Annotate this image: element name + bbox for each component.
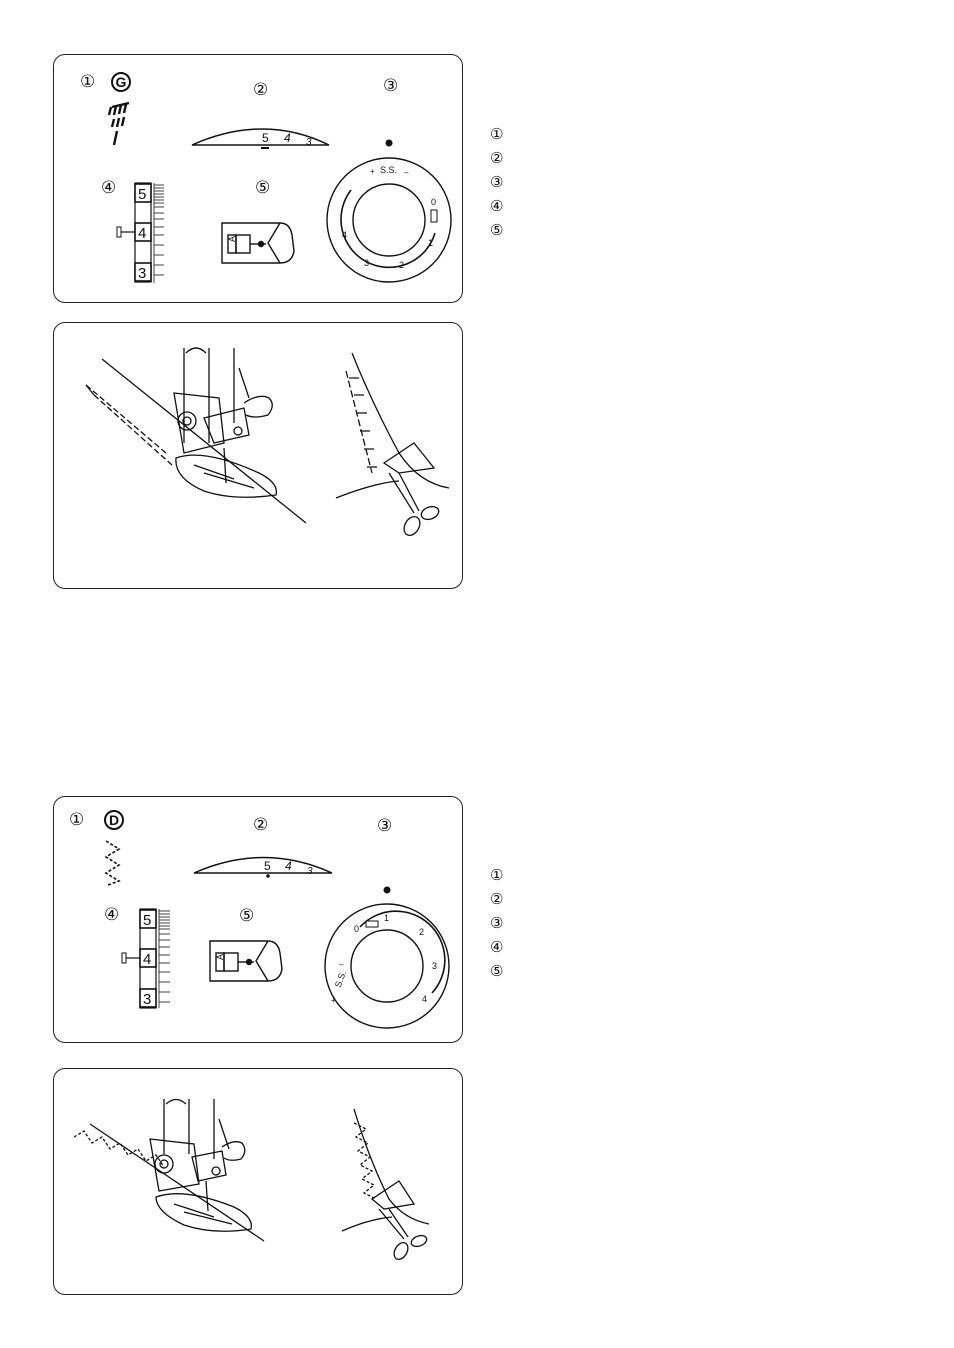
zigzag-foot-a-icon — [221, 222, 295, 264]
dial-label-minus: – — [404, 168, 409, 177]
dial-label-3: 3 — [364, 258, 369, 268]
width-label-4: 4 — [284, 131, 291, 145]
marker-2: ② — [253, 815, 269, 835]
straight-stitch-sewing-drawing — [85, 347, 450, 536]
straight-stitch-icon — [107, 101, 130, 146]
marker-2: ② — [253, 80, 269, 100]
marker-5: ⑤ — [255, 178, 271, 198]
dial-label-ss: S.S. — [380, 165, 397, 175]
marker-3: ③ — [377, 816, 393, 836]
legend-item: ③ — [490, 914, 504, 932]
marker-4: ④ — [101, 178, 117, 198]
length-box-3: 3 — [143, 991, 151, 1008]
legend-item: ④ — [490, 938, 504, 956]
zigzag-stitch-icon — [104, 840, 121, 886]
zigzag-foot-a-icon — [209, 940, 283, 982]
legend-bottom: ① ② ③ ④ ⑤ — [490, 863, 503, 983]
foot-letter: A — [227, 236, 237, 242]
marker-1: ① — [69, 810, 85, 830]
dial-label-minus: – — [339, 960, 344, 969]
stitch-width-scale: 5 4 3 — [193, 856, 333, 878]
width-label-3: 3 — [306, 137, 312, 148]
dial-label-0: 0 — [354, 924, 359, 934]
pattern-letter-badge: G — [111, 72, 131, 92]
stitch-length-selector: 5 4 3 — [116, 182, 164, 283]
legend-item: ① — [490, 866, 504, 884]
dial-label-2: 2 — [399, 260, 404, 270]
settings-illustration: 5 4 3 5 4 3 — [107, 101, 452, 283]
dial-label-4: 4 — [422, 994, 427, 1004]
marker-3: ③ — [383, 76, 399, 96]
sewing-illustration-top — [53, 322, 463, 589]
legend-top: ① ② ③ ④ ⑤ — [490, 122, 503, 242]
settings-illustration: 5 4 3 5 4 3 — [104, 840, 450, 1029]
width-label-5: 5 — [264, 859, 271, 873]
dial-label-plus: + — [370, 167, 375, 176]
zigzag-stitch-sewing-drawing — [73, 1098, 430, 1261]
pattern-letter-badge: D — [104, 810, 124, 830]
legend-item: ⑤ — [490, 962, 504, 980]
length-box-5: 5 — [143, 912, 151, 929]
length-box-4: 4 — [138, 225, 146, 242]
marker-1: ① — [80, 72, 96, 92]
length-box-4: 4 — [143, 951, 151, 968]
settings-panel-bottom: ① D ② ③ ④ ⑤ 5 4 3 — [53, 796, 463, 1043]
length-box-5: 5 — [138, 186, 146, 203]
dial-label-3: 3 — [432, 961, 437, 971]
legend-item: ③ — [490, 173, 504, 191]
length-box-3: 3 — [138, 265, 146, 282]
tension-dial: S.S. + – 0 1 2 3 4 — [326, 139, 452, 283]
marker-5: ⑤ — [239, 906, 255, 926]
tension-dial: 0 1 2 3 4 S.S. + – — [324, 886, 450, 1029]
legend-item: ① — [490, 125, 504, 143]
width-label-3: 3 — [307, 866, 313, 877]
foot-letter: A — [215, 954, 225, 960]
legend-item: ② — [490, 149, 504, 167]
stitch-length-selector: 5 4 3 — [121, 908, 170, 1009]
legend-item: ⑤ — [490, 221, 504, 239]
sewing-illustration-bottom — [53, 1068, 463, 1295]
dial-label-2: 2 — [419, 927, 424, 937]
dial-label-1: 1 — [428, 238, 433, 248]
dial-label-ss: S.S. — [333, 969, 348, 988]
stitch-width-scale: 5 4 3 — [191, 128, 330, 149]
marker-4: ④ — [104, 905, 120, 925]
dial-label-1: 1 — [384, 913, 389, 923]
legend-item: ② — [490, 890, 504, 908]
width-label-4: 4 — [285, 859, 292, 873]
settings-panel-top: ① G ② ③ ④ ⑤ 5 4 3 — [53, 54, 463, 303]
width-label-5: 5 — [262, 131, 269, 145]
legend-item: ④ — [490, 197, 504, 215]
dial-label-plus: + — [331, 996, 336, 1005]
dial-label-4: 4 — [342, 230, 347, 240]
dial-label-0: 0 — [431, 197, 436, 207]
